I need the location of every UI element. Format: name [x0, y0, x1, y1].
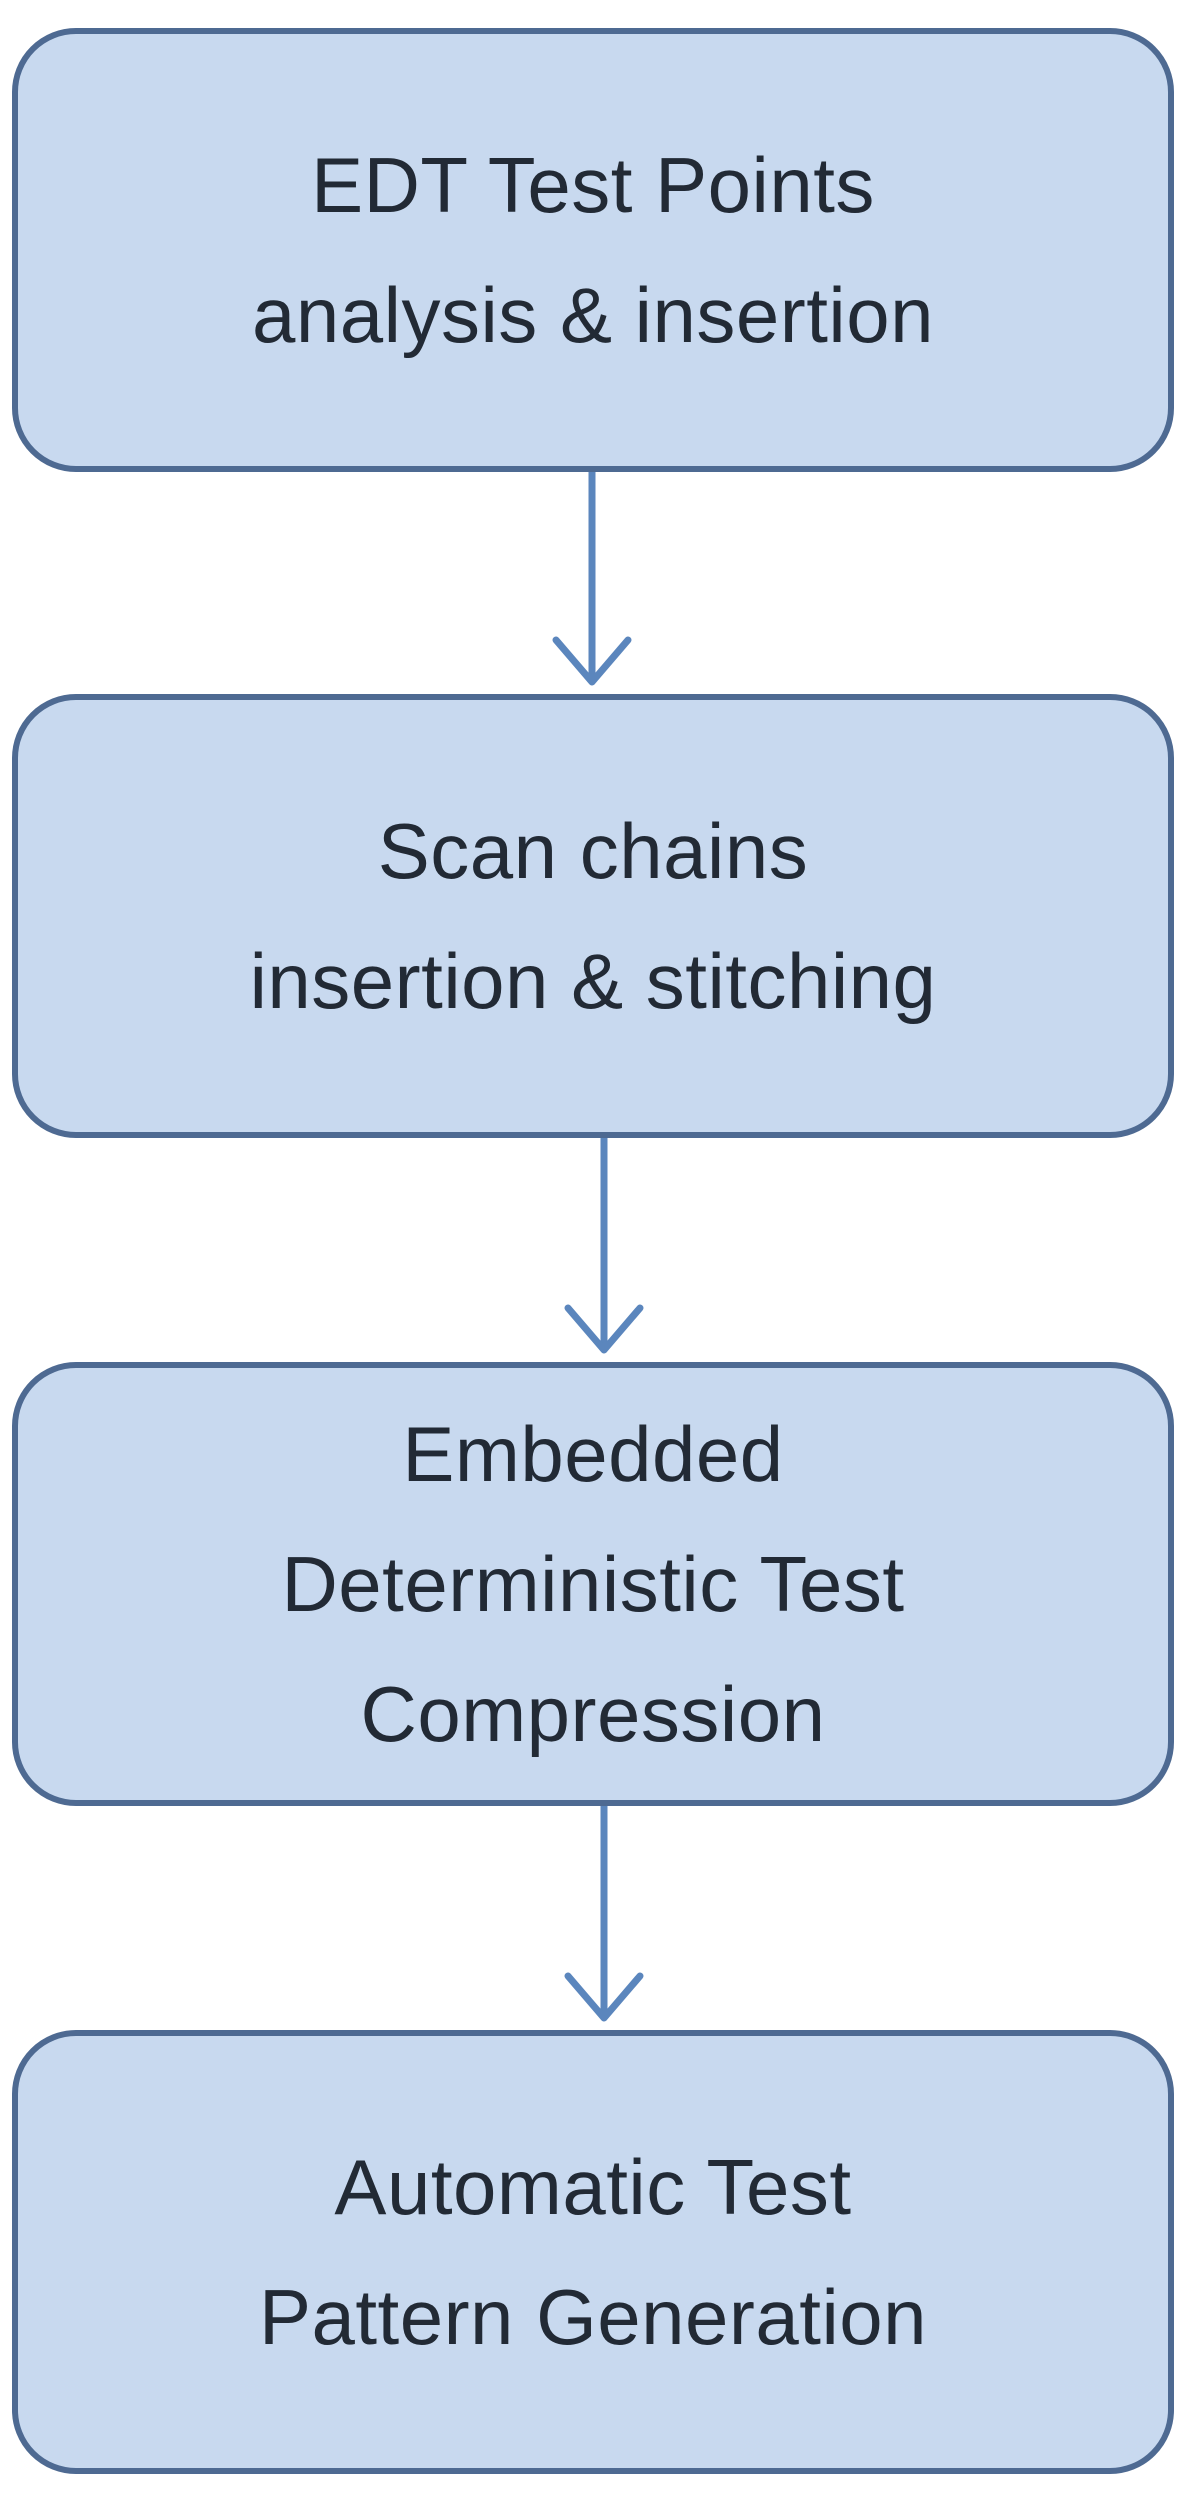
arrow-3: [564, 1806, 644, 2022]
step-box-edt-compression: Embedded Deterministic Test Compression: [12, 1362, 1174, 1806]
step-label: EDT Test Points analysis & insertion: [252, 141, 934, 359]
step-label: Automatic Test Pattern Generation: [258, 2143, 928, 2361]
step-box-atpg: Automatic Test Pattern Generation: [12, 2030, 1174, 2474]
step-box-edt-test-points: EDT Test Points analysis & insertion: [12, 28, 1174, 472]
arrow-1: [552, 472, 632, 686]
step-label: Embedded Deterministic Test Compression: [281, 1410, 905, 1758]
arrow-2: [564, 1138, 644, 1354]
step-label: Scan chains insertion & stitching: [249, 807, 937, 1025]
step-box-scan-chains: Scan chains insertion & stitching: [12, 694, 1174, 1138]
